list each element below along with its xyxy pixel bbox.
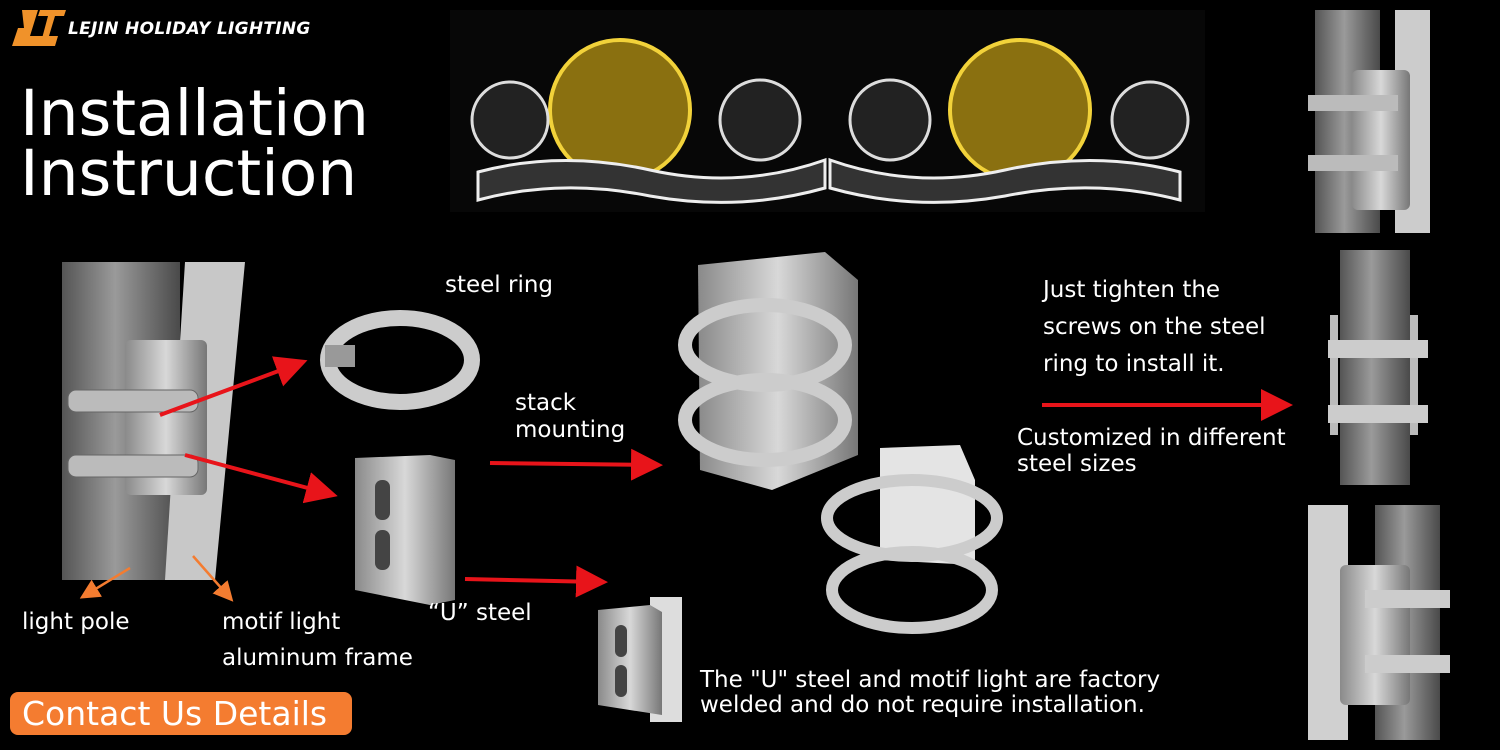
tighten-line2: screws on the steel [1043,314,1266,340]
label-steel-ring: steel ring [445,272,554,298]
label-aluminum-frame: aluminum frame [222,645,413,671]
installed-photo-2 [1328,250,1428,485]
arrow-to-steel-ring [159,356,308,417]
custom-line2: steel sizes [1017,451,1137,477]
ring-bracket-illustration [821,445,1003,634]
tighten-line1: Just tighten the [1043,277,1221,303]
tighten-line3: ring to install it. [1043,351,1225,377]
motif-light-banner [450,10,1205,212]
label-mounting: mounting [515,417,626,443]
arrow-to-u-steel [184,453,338,504]
page-title-line1: Installation [20,77,369,150]
welded-line2: welded and do not require installation. [700,692,1145,718]
arrow-to-small-u [464,565,608,598]
label-motif-light: motif light [222,609,341,635]
label-stack: stack [515,390,577,416]
contact-us-button[interactable]: Contact Us Details [10,692,352,735]
custom-line1: Customized in different [1017,425,1286,451]
installed-photo-1 [1308,10,1430,233]
u-steel-illustration [355,455,455,605]
page-title-line2: Instruction [20,137,358,210]
arrow-motif-frame [192,555,234,602]
welded-line1: The "U" steel and motif light are factor… [700,667,1161,693]
label-u-steel: “U” steel [428,600,532,626]
arrow-to-stack [489,448,663,481]
stacked-bracket-illustration [678,252,858,490]
brand-name: LEJIN HOLIDAY LIGHTING [68,19,311,39]
brand-logo [12,10,66,46]
label-light-pole: light pole [22,609,130,635]
installed-photo-3 [1308,505,1450,740]
arrow-light-pole [79,566,131,599]
pole-assembly [62,262,245,580]
steel-ring-illustration [320,310,480,410]
small-u-steel-illustration [598,597,682,722]
